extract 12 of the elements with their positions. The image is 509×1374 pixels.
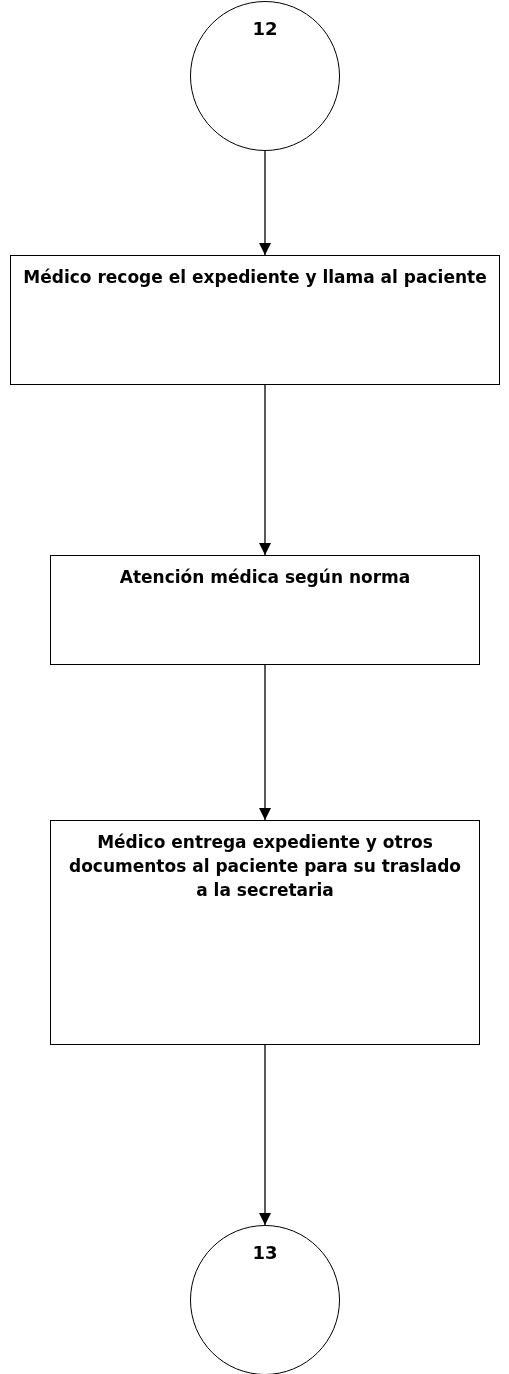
page-number: 12 <box>252 17 278 41</box>
process-box <box>50 820 480 1045</box>
arrow <box>259 664 271 821</box>
arrow <box>259 384 271 556</box>
process-text: Atención médica según norma <box>119 566 411 589</box>
process-box <box>50 555 480 665</box>
process-text: Médico entrega expediente y otros documentos al paciente para su traslado a la secretaria <box>68 831 462 902</box>
arrow <box>259 150 271 256</box>
arrow <box>259 1044 271 1226</box>
process-text: Médico recoge el expediente y llama al paciente <box>23 266 487 289</box>
process-box <box>10 255 500 385</box>
page-number: 13 <box>252 1241 278 1265</box>
